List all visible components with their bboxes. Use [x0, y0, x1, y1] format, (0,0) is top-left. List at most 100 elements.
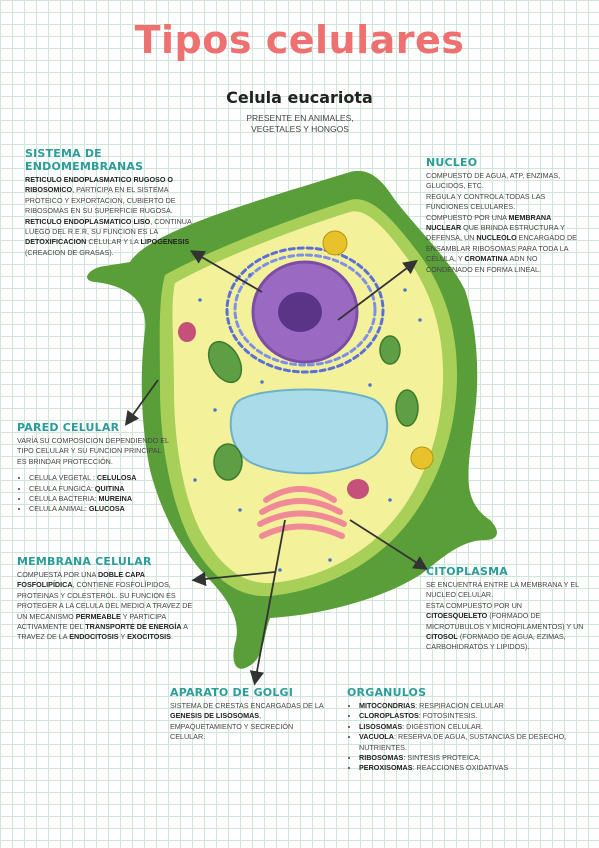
list-item: CLOROPLASTOS: FOTOSINTESIS. [359, 711, 579, 721]
rer-desc: , PARTICIPA EN EL SISTEMA PROTEICO Y EXP… [25, 185, 176, 216]
nucleolo-term: NUCLEOLO [476, 233, 517, 243]
pared-heading: PARED CELULAR [17, 421, 120, 434]
organulos-heading: ORGANULOS [347, 686, 427, 699]
pared-item-label: CELULA ANIMAL: [29, 504, 89, 514]
membrana-e: Y PARTICIPA ACTIVAMENTE DEL [17, 611, 166, 632]
citoplasma-p2: ESTA COMPUESTO POR UN CITOESQUELETO (FOR… [426, 601, 584, 653]
pared-item-label: CELULA FUNGICA: [29, 483, 95, 493]
organulo-value: : REACCIONES OXIDATIVAS [412, 763, 509, 773]
doble-capa-term: DOBLE CAPA FOSFOLIPÍDICA [17, 570, 145, 590]
permeable-term: PERMEABLE [75, 611, 121, 621]
nucleo-p3-e: ENCARGADO DE ENSAMBLAR RIBOSOMAS PARA TO… [426, 233, 577, 264]
list-item: RIBOSOMAS: SINTESIS PROTEICA. [359, 753, 579, 763]
membrana-i: Y [118, 632, 128, 642]
organulos-section: ORGANULOS MITOCONDRIAS: RESPIRACION CELU… [347, 686, 579, 774]
lipogenesis-term: LIPOGENESIS [140, 237, 190, 247]
lysosomes [178, 322, 369, 499]
golgi-text: SISTEMA DE CRESTAS ENCARGADAS DE LA GENE… [170, 701, 328, 743]
page-subtitle: Celula eucariota [226, 88, 373, 107]
citoplasma-text: SE ENCUENTRA ENTRE LA MEMBRANA Y EL NUCL… [426, 580, 584, 653]
organulo-value: : RESPIRACION CELULAR [415, 701, 504, 710]
endomembranas-section: SISTEMA DE ENDOMEMBRANAS RETICULO ENDOPL… [25, 147, 193, 258]
nucleo-p3-c: QUE BRINDA ESTRUCTURA Y DEFENSA, UN [426, 223, 565, 243]
organulo-value: : DIGESTION CELULAR. [402, 721, 483, 731]
organulo-value: : RESERVA DE AGUA, SUSTANCIAS DE DESECHO… [359, 732, 567, 752]
citoplasma-section: CITOPLASMA SE ENCUENTRA ENTRE LA MEMBRAN… [426, 565, 584, 653]
membrana-text: COMPUESTA POR UNA DOBLE CAPA FOSFOLIPÍDI… [17, 570, 195, 643]
list-item: PEROXISOMAS: REACCIONES OXIDATIVAS [359, 763, 579, 773]
organulo-label: LISOSOMAS [359, 721, 403, 731]
pared-item-label: CELULA BACTERIA: [29, 494, 99, 504]
organulos-list: MITOCONDRIAS: RESPIRACION CELULAR CLOROP… [347, 701, 579, 774]
pared-item-value: GLUCOSA [88, 504, 125, 514]
list-item: CELULA VEGETAL : CELULOSA [29, 473, 172, 483]
citoplasma-heading: CITOPLASMA [426, 565, 508, 578]
organulo-label: MITOCONDRIAS [359, 701, 416, 710]
nucleolus [278, 292, 322, 332]
exocitosis-term: EXOCITOSIS [127, 632, 171, 642]
organulo-value: : SINTESIS PROTEICA. [403, 753, 481, 763]
ribosomes [193, 273, 422, 572]
endomembranas-text: RETICULO ENDOPLASMATICO RUGOSO O RIBOSOM… [25, 175, 193, 258]
cromatina-term: CROMATINA [464, 254, 508, 264]
rel-desc: , CONTINUA LUEGO DEL R.E.R, SU FUNCION E… [25, 216, 192, 237]
list-item: CELULA BACTERIA: MUREINA [29, 494, 172, 504]
membrana-heading: MEMBRANA CELULAR [17, 555, 152, 568]
nucleo-p3-g: ADN NO CONDENADO EN FORMA LINEAL. [426, 254, 542, 274]
endocitosis-term: ENDOCITOSIS [69, 632, 119, 642]
rer-term: RETICULO ENDOPLASMATICO RUGOSO O RIBOSOM… [25, 175, 174, 195]
list-item: MITOCONDRIAS: RESPIRACION CELULAR [359, 701, 579, 711]
genesis-lisosomas-term: GENESIS DE LISOSOMAS [170, 711, 260, 721]
citoesqueleto-term: CITOESQUELETO [426, 611, 488, 621]
nucleo-p2: REGULA Y CONTROLA TODAS LAS FUNCIONES CE… [426, 191, 546, 212]
peroxisomes [322, 230, 434, 470]
list-item: VACUOLA: RESERVA DE AGUA, SUSTANCIAS DE … [359, 732, 579, 753]
golgi-heading: APARATO DE GOLGI [170, 686, 294, 699]
pared-item-value: QUITINA [94, 483, 125, 493]
golgi-section: APARATO DE GOLGI SISTEMA DE CRESTAS ENCA… [170, 686, 328, 743]
citoplasma-p1: SE ENCUENTRA ENTRE LA MEMBRANA Y EL NUCL… [426, 580, 579, 600]
pared-item-label: CELULA VEGETAL : [29, 473, 97, 483]
rel-term: RETICULO ENDOPLASMATICO LISO [25, 216, 151, 226]
membrana-section: MEMBRANA CELULAR COMPUESTA POR UNA DOBLE… [17, 555, 195, 643]
endoplasmic-reticulum [225, 246, 385, 374]
rel-desc-2: CELULAR Y LA [86, 237, 141, 247]
nucleo-section: NUCLEO COMPUESTO DE AGUA, ATP, ENZIMAS, … [426, 156, 578, 275]
nucleo-p3: COMPUESTO POR UNA MEMBRANA NUCLEAR QUE B… [426, 213, 578, 275]
list-item: CELULA FUNGICA: QUITINA [29, 484, 172, 494]
list-item: LISOSOMAS: DIGESTION CELULAR. [359, 722, 579, 732]
page-title: Tipos celulares [134, 18, 465, 62]
organulo-label: PEROXISOMAS [359, 763, 413, 773]
organulo-label: CLOROPLASTOS [359, 711, 419, 721]
nucleo-text: COMPUESTO DE AGUA, ATP, ENZIMAS, GLUCIDO… [426, 171, 578, 275]
membrana-a: COMPUESTA POR UNA [17, 570, 98, 579]
citoplasma-e: (FORMADO DE AGUA, EZIMAS, CARBOHIDRATOS … [426, 632, 566, 652]
endomembranas-heading: SISTEMA DE ENDOMEMBRANAS [25, 147, 144, 173]
citosol-term: CITOSOL [426, 632, 458, 642]
nucleo-p3-a: COMPUESTO POR UNA [426, 212, 509, 222]
pared-text: VARÍA SU COMPOSICION DEPENDIENDO EL TIPO… [17, 436, 169, 466]
rel-desc-3: (CREACION DE GRASAS). [25, 247, 114, 257]
page-subnote: PRESENTE EN ANIMALES, VEGETALES Y HONGOS [246, 113, 354, 134]
golgi-c: , EMPAQUETAMIENTO Y SECRECIÓN CELULAR. [170, 711, 294, 742]
nucleo-heading: NUCLEO [426, 156, 478, 169]
organulo-value: : FOTOSINTESIS. [418, 711, 478, 721]
vacuole [229, 388, 389, 475]
nucleo-p1: COMPUESTO DE AGUA, ATP, ENZIMAS, GLUCIDO… [426, 171, 561, 191]
transporte-term: TRANSPORTE DE ENERGÍA [85, 622, 182, 632]
golgi-a: SISTEMA DE CRESTAS ENCARGADAS DE LA [170, 701, 324, 710]
chloroplasts [207, 335, 419, 481]
membrana-g: A TRAVEZ DE LA [17, 622, 188, 642]
detox-term: DETOXIFICACION [25, 237, 87, 247]
pared-list: CELULA VEGETAL : CELULOSA CELULA FUNGICA… [17, 473, 172, 515]
citoplasma-c: (FORMADO DE MICROTUBULOS Y MICROFILAMENT… [426, 611, 584, 631]
citoplasma-a: ESTA COMPUESTO POR UN [426, 600, 522, 610]
pointer-arrows [124, 250, 429, 686]
pared-item-value: CELULOSA [96, 473, 137, 483]
organulo-label: RIBOSOMAS [359, 753, 404, 763]
membrana-nuclear-term: MEMBRANA NUCLEAR [426, 212, 552, 233]
organulo-label: VACUOLA [359, 732, 395, 742]
membrana-k: . [170, 632, 173, 642]
golgi-apparatus [257, 486, 347, 539]
